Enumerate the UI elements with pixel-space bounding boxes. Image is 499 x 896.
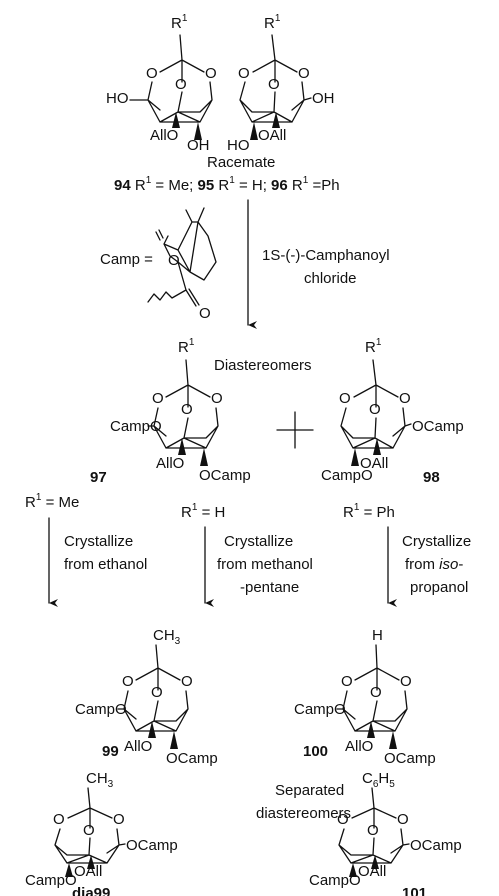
camphanoyl-ester-label: OCamp — [410, 837, 462, 854]
allyloxy-label: OAll — [258, 127, 286, 144]
condition-ph-text: from iso- — [405, 556, 463, 573]
oxygen-label: O — [151, 684, 163, 701]
methyl-label: CH3 — [86, 770, 114, 790]
diastereomer-98: R1 O O O OCamp CampO OAll — [321, 337, 464, 484]
allyloxy-label: AllO — [156, 455, 184, 472]
compound-101-number: 101 — [402, 885, 427, 896]
oxygen-label: O — [369, 401, 381, 418]
r1-label: R1 — [264, 13, 281, 32]
camphanoyl-ester-label: CampO — [110, 418, 162, 435]
oxygen-label: O — [397, 811, 409, 828]
product-dia99: CH3 O O O OCamp CampO OAll — [25, 770, 178, 889]
oxygen-label: O — [199, 305, 211, 322]
camphanoyl-ester-label: CampO — [25, 872, 77, 889]
oxygen-label: O — [205, 65, 217, 82]
racemate-enantiomer-left: R1 O O O HO AllO OH — [106, 13, 217, 154]
compounds-94-95-96-line: 94 R1 = Me; 95 R1 = H; 96 R1 =Ph — [114, 175, 340, 194]
oxygen-label: O — [175, 76, 187, 93]
allyloxy-label: AllO — [345, 738, 373, 755]
allyloxy-label: OAll — [360, 455, 388, 472]
oxygen-label: O — [370, 684, 382, 701]
racemate-label: Racemate — [207, 154, 275, 171]
condition-h-text: -pentane — [240, 579, 299, 596]
oxygen-label: O — [337, 811, 349, 828]
racemate-enantiomer-right: R1 O O O OH HO OAll — [227, 13, 335, 154]
oxygen-label: O — [181, 401, 193, 418]
camphanoyl-structure: O O — [147, 207, 217, 322]
r1-label: R1 — [365, 337, 382, 356]
camphanoyl-ester-label: OCamp — [199, 467, 251, 484]
oxygen-label: O — [298, 65, 310, 82]
oxygen-label: O — [399, 390, 411, 407]
hydrogen-label: H — [372, 627, 383, 644]
compound-99-number: 99 — [102, 743, 119, 760]
oxygen-label: O — [122, 673, 134, 690]
condition-me-text: Crystallize — [64, 533, 133, 550]
hydroxyl-label: OH — [312, 90, 335, 107]
compound-100-number: 100 — [303, 743, 328, 760]
camphanoyl-ester-label: OCamp — [126, 837, 178, 854]
oxygen-label: O — [400, 673, 412, 690]
reagent-label: 1S-(-)-Camphanoyl — [262, 247, 390, 264]
camphanoyl-ester-label: OCamp — [384, 750, 436, 767]
reagent-label: chloride — [304, 270, 357, 287]
camphanoyl-ester-label: OCamp — [412, 418, 464, 435]
oxygen-label: O — [268, 76, 280, 93]
separated-label: diastereomers — [256, 805, 351, 822]
product-99: CH3 O O O CampO AllO OCamp — [75, 627, 218, 767]
allyloxy-label: OAll — [74, 863, 102, 880]
camphanoyl-ester-label: CampO — [321, 467, 373, 484]
camp-definition-label: Camp = — [100, 251, 153, 268]
oxygen-label: O — [83, 822, 95, 839]
oxygen-label: O — [168, 252, 180, 269]
condition-ph-text: propanol — [410, 579, 468, 596]
condition-me-text: from ethanol — [64, 556, 147, 573]
oxygen-label: O — [152, 390, 164, 407]
oxygen-label: O — [53, 811, 65, 828]
oxygen-label: O — [113, 811, 125, 828]
oxygen-label: O — [238, 65, 250, 82]
product-101: C6H5 O O O OCamp CampO OAll — [309, 770, 462, 889]
condition-h-text: Crystallize — [224, 533, 293, 550]
compound-dia99-number: dia99 — [72, 885, 110, 896]
compound-97-number: 97 — [90, 469, 107, 486]
oxygen-label: O — [181, 673, 193, 690]
condition-ph-label: R1 = Ph — [343, 502, 395, 521]
oxygen-label: O — [339, 390, 351, 407]
allyloxy-label: AllO — [150, 127, 178, 144]
product-100: H O O O CampO AllO OCamp — [294, 627, 436, 767]
condition-me-label: R1 = Me — [25, 492, 79, 511]
compound-98-number: 98 — [423, 469, 440, 486]
allyloxy-label: AllO — [124, 738, 152, 755]
camphanoyl-ester-label: CampO — [294, 701, 346, 718]
camphanoyl-ester-label: OCamp — [166, 750, 218, 767]
hydroxyl-label: HO — [106, 90, 129, 107]
condition-h-label: R1 = H — [181, 502, 225, 521]
plus-sign — [276, 411, 314, 449]
oxygen-label: O — [211, 390, 223, 407]
camphanoyl-ester-label: CampO — [75, 701, 127, 718]
ho-label: HO — [227, 137, 250, 154]
oxygen-label: O — [367, 822, 379, 839]
phenyl-label: C6H5 — [362, 770, 395, 790]
condition-ph-text: Crystallize — [402, 533, 471, 550]
r1-label: R1 — [178, 337, 195, 356]
diastereomer-97: R1 O O O CampO AllO OCamp — [110, 337, 251, 484]
methyl-label: CH3 — [153, 627, 181, 647]
camphanoyl-ester-label: CampO — [309, 872, 361, 889]
separated-label: Separated — [275, 782, 344, 799]
hydroxyl-label: OH — [187, 137, 210, 154]
allyloxy-label: OAll — [358, 863, 386, 880]
oxygen-label: O — [146, 65, 158, 82]
condition-h-text: from methanol — [217, 556, 313, 573]
oxygen-label: O — [341, 673, 353, 690]
r1-label: R1 — [171, 13, 188, 32]
diastereomers-label: Diastereomers — [214, 357, 312, 374]
